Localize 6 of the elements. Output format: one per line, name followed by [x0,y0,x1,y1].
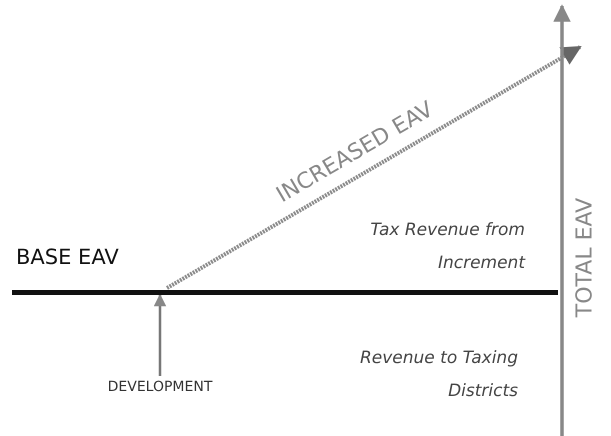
area-note: Revenue to Taxing Districts [358,347,518,403]
area-note: Tax Revenue from Increment [369,219,525,275]
axis-label: TOTAL EAV [572,196,598,320]
line-label: BASE EAV [16,245,119,269]
text-label: DEVELOPMENT [95,376,225,398]
arrow [154,294,166,376]
